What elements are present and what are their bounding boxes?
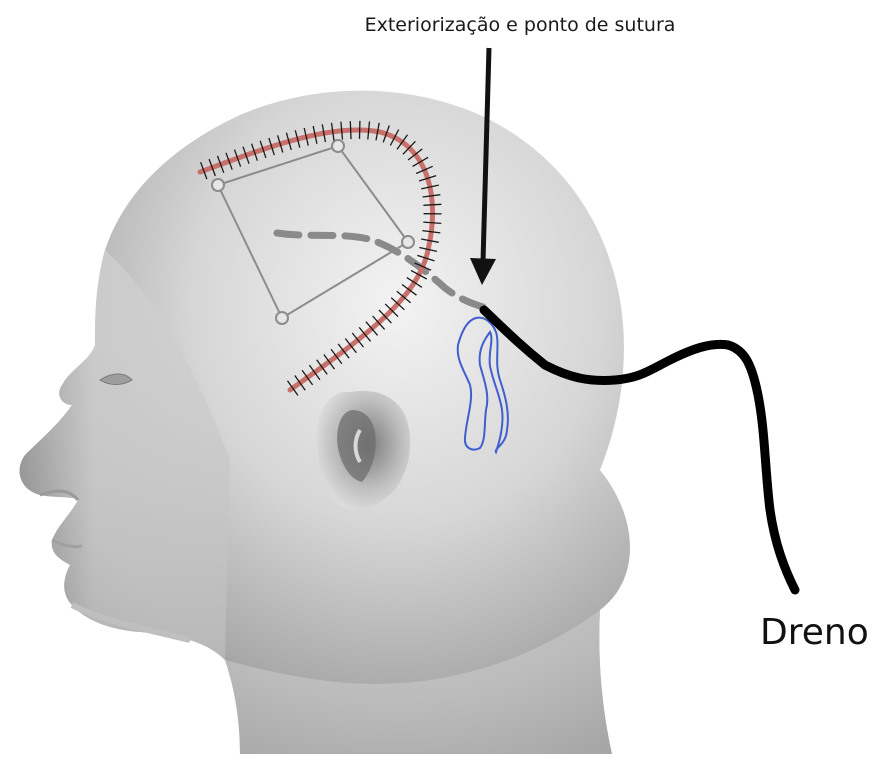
suture-point-label: Exteriorização e ponto de sutura (300, 14, 740, 36)
drain-label: Dreno (760, 612, 869, 653)
suture-stitch (350, 121, 351, 139)
